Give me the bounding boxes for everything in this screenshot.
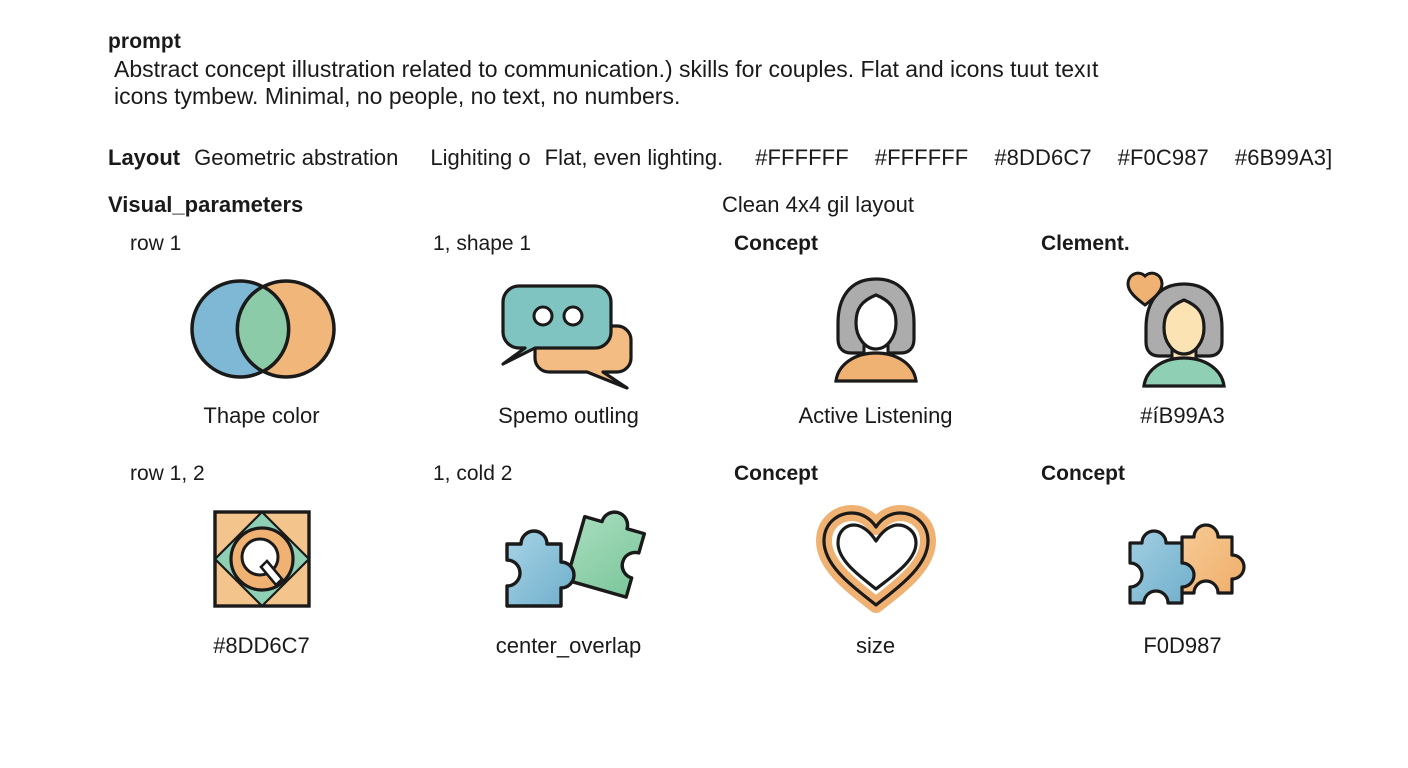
color-code-list: #FFFFFF #FFFFFF #8DD6C7 #F0C987 #6B99A3] — [755, 145, 1332, 171]
cell-caption: Thape color — [203, 403, 320, 428]
color-code: #6B99A3] — [1234, 145, 1333, 170]
cell-title: row 1 — [130, 232, 182, 255]
grid-cell: Concept — [1029, 462, 1336, 692]
grid-cell: 1, shape 1 Spemo outling — [415, 232, 722, 462]
cell-caption: F0D987 — [1143, 633, 1222, 658]
cell-title: 1, cold 2 — [433, 462, 513, 485]
grid-cell: row 1 Thape color — [108, 232, 415, 462]
person-grey-icon — [816, 270, 936, 388]
cell-title: Concept — [1041, 462, 1125, 485]
page-title: prompt — [108, 30, 181, 53]
cell-caption: size — [855, 633, 896, 658]
visual-parameters-value: Clean 4x4 gil layout — [722, 192, 915, 217]
venn-diagram-icon — [182, 270, 342, 388]
lighting-value: Flat, even lighting. — [544, 145, 724, 170]
grid-cell: Clement. #íB99A3 — [1029, 232, 1336, 462]
grid-cell: Concept Active Listening — [722, 232, 1029, 462]
visual-parameters-label: Visual_parameters — [108, 192, 304, 217]
cell-title: Concept — [734, 232, 818, 255]
lighting-label: Lighiting o — [430, 145, 531, 170]
cell-title: Clement. — [1041, 232, 1130, 255]
prompt-text: Abstract concept illustration related to… — [114, 56, 1099, 110]
cell-title: row 1, 2 — [130, 462, 205, 485]
layout-value: Geometric abstration — [194, 145, 399, 170]
puzzle-blue-orange-icon — [1108, 500, 1258, 618]
cell-caption: center_overlap — [495, 633, 642, 658]
layout-label: Layout — [108, 145, 181, 170]
color-code: #FFFFFF — [755, 145, 849, 170]
color-code: #8DD6C7 — [994, 145, 1092, 170]
grid-cell: 1, cold 2 — [415, 462, 722, 692]
layout-meta-row: Layout Geometric abstration Lighiting o … — [108, 145, 1338, 171]
cell-title: 1, shape 1 — [433, 232, 532, 255]
grid-cell: Concept size — [722, 462, 1029, 692]
heart-outline-icon — [815, 500, 936, 618]
cell-caption: #8DD6C7 — [213, 633, 310, 658]
color-code: #FFFFFF — [874, 145, 969, 170]
grid-cell: row 1, 2 #8DD6C7 — [108, 462, 415, 692]
visual-parameters-row: Visual_parameters Clean 4x4 gil layout — [108, 192, 1338, 218]
cell-caption: Spemo outling — [498, 403, 639, 428]
square-circle-icon — [212, 500, 312, 618]
cell-caption: #íB99A3 — [1140, 403, 1225, 428]
speech-bubbles-icon — [489, 270, 649, 390]
puzzle-blue-green-icon — [489, 500, 649, 618]
icon-grid: row 1 Thape color 1, shape 1 — [108, 232, 1336, 692]
prompt-block: prompt Abstract concept illustration rel… — [108, 30, 1328, 110]
cell-caption: Active Listening — [798, 403, 953, 428]
person-heart-icon — [1118, 270, 1248, 388]
cell-title: Concept — [734, 462, 818, 485]
color-code: #F0C987 — [1117, 145, 1209, 170]
